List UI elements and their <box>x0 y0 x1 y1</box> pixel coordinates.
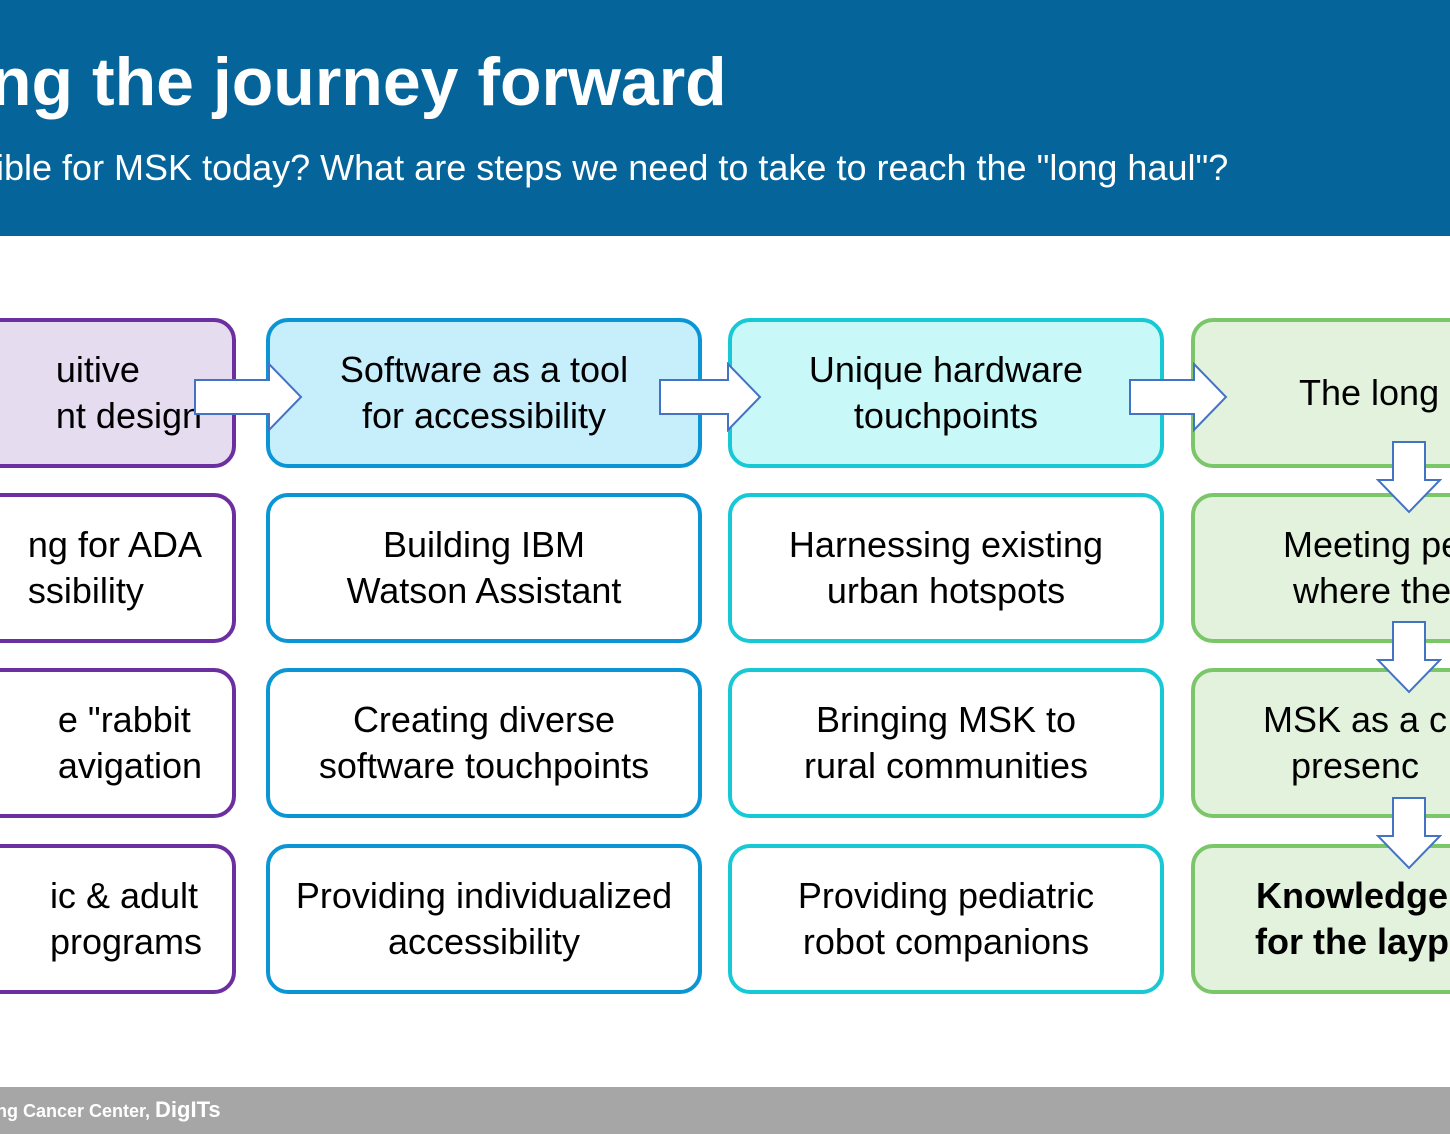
right-arrow-icon <box>659 362 762 432</box>
down-arrow-icon <box>1376 797 1442 870</box>
col1-item-3-text: ic & adult programs <box>49 875 202 962</box>
footer-text: ng Cancer Center, DigITs <box>0 1097 221 1123</box>
footer-brand: DigITs <box>155 1097 221 1122</box>
right-arrow-icon <box>1129 362 1228 432</box>
col4-item-2-text: MSK as a c presenc <box>1263 699 1448 786</box>
col4-header-box: The long <box>1191 318 1450 468</box>
down-arrow-icon <box>1376 621 1442 694</box>
col2-item-1-text: Building IBM Watson Assistant <box>346 524 622 611</box>
right-arrow-icon <box>194 362 303 432</box>
col3-item-3-text: Providing pediatric robot companions <box>797 875 1095 962</box>
col1-item-1-text: ng for ADA ssibility <box>27 524 202 611</box>
col2-item-2: Creating diverse software touchpoints <box>266 668 702 818</box>
col1-header-text: uitive nt design <box>55 349 202 436</box>
col2-item-1: Building IBM Watson Assistant <box>266 493 702 643</box>
col4-item-3-text: Knowledge for the layp <box>1255 875 1450 962</box>
col1-item-1: ng for ADA ssibility <box>0 493 236 643</box>
col2-item-3: Providing individualized accessibility <box>266 844 702 994</box>
col1-item-2: e "rabbit avigation <box>0 668 236 818</box>
footer-bar: ng Cancer Center, DigITs <box>0 1087 1450 1134</box>
col4-header-text: The long <box>1299 372 1440 413</box>
col3-header-text: Unique hardware touchpoints <box>808 349 1084 436</box>
col3-item-1: Harnessing existing urban hotspots <box>728 493 1164 643</box>
col3-item-3: Providing pediatric robot companions <box>728 844 1164 994</box>
col2-header-text: Software as a tool for accessibility <box>339 349 629 436</box>
col4-item-2: MSK as a c presenc <box>1191 668 1450 818</box>
col4-item-3: Knowledge for the layp <box>1191 844 1450 994</box>
col3-item-1-text: Harnessing existing urban hotspots <box>788 524 1104 611</box>
col4-item-1-text: Meeting pe where the <box>1283 524 1450 611</box>
col2-item-2-text: Creating diverse software touchpoints <box>318 699 650 786</box>
slide-subtitle: ible for MSK today? What are steps we ne… <box>0 147 1229 188</box>
col4-item-1: Meeting pe where the <box>1191 493 1450 643</box>
down-arrow-icon <box>1376 441 1442 514</box>
col3-header-box: Unique hardware touchpoints <box>728 318 1164 468</box>
title-banner: ng the journey forward ible for MSK toda… <box>0 0 1450 236</box>
col2-header-box: Software as a tool for accessibility <box>266 318 702 468</box>
col1-item-2-text: e "rabbit avigation <box>57 699 202 786</box>
col2-item-3-text: Providing individualized accessibility <box>295 875 673 962</box>
col1-item-3: ic & adult programs <box>0 844 236 994</box>
footer-org: ng Cancer Center, <box>0 1101 156 1121</box>
slide-title: ng the journey forward <box>0 44 727 120</box>
col3-item-2-text: Bringing MSK to rural communities <box>803 699 1089 786</box>
col3-item-2: Bringing MSK to rural communities <box>728 668 1164 818</box>
